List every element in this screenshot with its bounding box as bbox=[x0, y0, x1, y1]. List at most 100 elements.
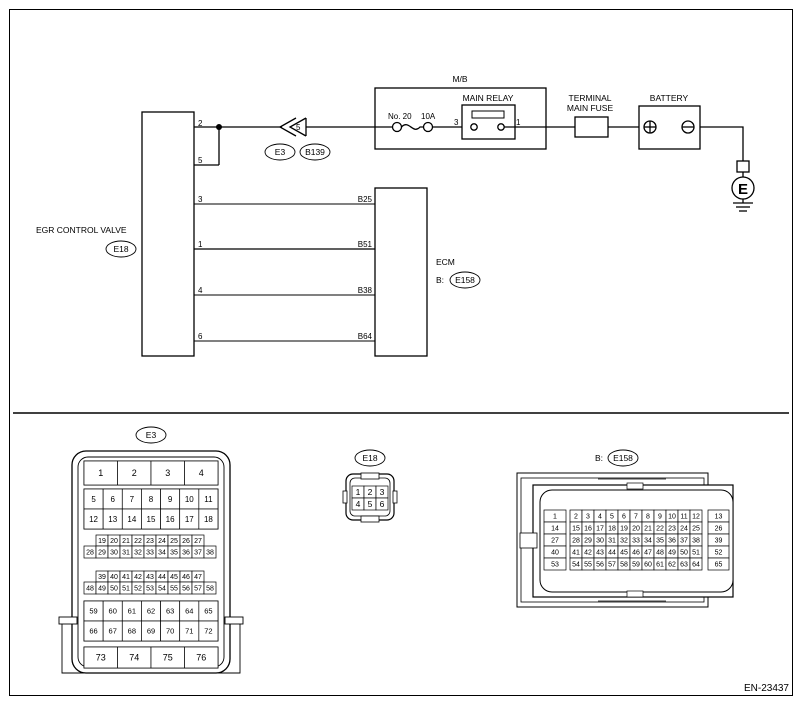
pin-number: 6 bbox=[380, 499, 385, 509]
svg-text:E158: E158 bbox=[455, 275, 475, 285]
connector-tag-b139: B139 bbox=[299, 143, 331, 161]
pin-number: 35 bbox=[170, 550, 178, 557]
pin-number: 1 bbox=[98, 468, 103, 478]
pin-number: 40 bbox=[551, 550, 559, 557]
egr-pin-6: 6 bbox=[198, 332, 203, 341]
pin-number: 56 bbox=[596, 562, 604, 569]
pin-number: 4 bbox=[598, 514, 602, 521]
pin-number: 62 bbox=[668, 562, 676, 569]
diagram-frame bbox=[9, 9, 793, 696]
wire-battery-ground bbox=[700, 126, 744, 161]
pin-number: 2 bbox=[368, 487, 373, 497]
pin-number: 8 bbox=[646, 514, 650, 521]
battery-negative-terminal bbox=[681, 120, 695, 134]
pin-number: 69 bbox=[147, 627, 155, 636]
pin-number: 21 bbox=[644, 526, 652, 533]
pin-number: 32 bbox=[620, 538, 628, 545]
pin-number: 20 bbox=[632, 526, 640, 533]
pin-cell bbox=[707, 557, 730, 571]
pin-cell bbox=[184, 460, 219, 486]
connector-tag-e158-lower: E158 bbox=[607, 449, 639, 467]
pin-number: 55 bbox=[170, 586, 178, 593]
pin-cell bbox=[543, 557, 567, 571]
pin-number: 73 bbox=[96, 653, 106, 663]
pin-number: 16 bbox=[166, 515, 175, 524]
egr-pin-3: 3 bbox=[198, 195, 203, 204]
pin-number: 20 bbox=[110, 538, 118, 545]
egr-control-valve-block bbox=[141, 111, 195, 357]
pin-number: 10 bbox=[668, 514, 676, 521]
pin-number: 17 bbox=[596, 526, 604, 533]
pin-number: 65 bbox=[204, 607, 212, 616]
pin-number: 42 bbox=[134, 574, 142, 581]
terminal-main-fuse-label-2: MAIN FUSE bbox=[567, 103, 614, 113]
pin-number: 45 bbox=[620, 550, 628, 557]
pin-number: 4 bbox=[199, 468, 204, 478]
pin-number: 59 bbox=[89, 607, 97, 616]
pin-number: 68 bbox=[128, 627, 136, 636]
battery-positive-terminal bbox=[643, 120, 657, 134]
fuse-label: No. 20 bbox=[388, 112, 412, 121]
mb-box bbox=[374, 87, 547, 150]
pin-number: 36 bbox=[668, 538, 676, 545]
pin-number: 63 bbox=[680, 562, 688, 569]
pin-number: 50 bbox=[680, 550, 688, 557]
pin-number: 3 bbox=[380, 487, 385, 497]
pin-number: 17 bbox=[185, 515, 194, 524]
e158-connector-prefix: B: bbox=[595, 453, 603, 463]
pin-number: 47 bbox=[194, 574, 202, 581]
ecm-connector-prefix: B: bbox=[436, 275, 444, 285]
pin-number: 37 bbox=[680, 538, 688, 545]
pin-number: 47 bbox=[644, 550, 652, 557]
pin-number: 23 bbox=[668, 526, 676, 533]
pin-number: 11 bbox=[680, 514, 687, 521]
pin-number: 51 bbox=[122, 586, 130, 593]
ground-label: E bbox=[738, 181, 748, 198]
pin-number: 65 bbox=[715, 562, 723, 569]
egr-pin-4: 4 bbox=[198, 286, 203, 295]
pin-number: 58 bbox=[620, 562, 628, 569]
pin-number: 26 bbox=[182, 538, 190, 545]
pin-number: 5 bbox=[368, 499, 373, 509]
pin-number: 12 bbox=[89, 515, 98, 524]
fuse-rating-label: 10A bbox=[421, 112, 436, 121]
pin-cell bbox=[689, 557, 703, 571]
svg-text:E3: E3 bbox=[146, 430, 157, 440]
main-relay-coil bbox=[471, 110, 505, 119]
pin-number: 58 bbox=[206, 586, 214, 593]
pin-number: 27 bbox=[194, 538, 202, 545]
pin-number: 25 bbox=[170, 538, 178, 545]
svg-text:E18: E18 bbox=[362, 453, 377, 463]
pin-number: 7 bbox=[130, 495, 135, 504]
pin-number: 61 bbox=[656, 562, 664, 569]
pin-number: 31 bbox=[122, 550, 130, 557]
pin-number: 49 bbox=[98, 586, 106, 593]
egr-pin-1: 1 bbox=[198, 240, 203, 249]
terminal-main-fuse-symbol bbox=[574, 116, 609, 138]
pin-number: 33 bbox=[146, 550, 154, 557]
pin-number: 38 bbox=[692, 538, 700, 545]
pin-number: 3 bbox=[586, 514, 590, 521]
pin-number: 59 bbox=[632, 562, 640, 569]
pin-cell bbox=[83, 460, 118, 486]
pin-number: 64 bbox=[692, 562, 700, 569]
pin-number: 30 bbox=[596, 538, 604, 545]
pin-number: 41 bbox=[122, 574, 130, 581]
pin-number: 18 bbox=[608, 526, 616, 533]
pin-number: 1 bbox=[553, 514, 557, 521]
pin-cell bbox=[184, 646, 219, 669]
pin-number: 70 bbox=[166, 627, 174, 636]
pin-number: 28 bbox=[572, 538, 580, 545]
pin-number: 48 bbox=[656, 550, 664, 557]
pin-number: 72 bbox=[204, 627, 212, 636]
pin-number: 2 bbox=[574, 514, 578, 521]
pin-number: 35 bbox=[656, 538, 664, 545]
inline-connector-pin-5: 5 bbox=[296, 123, 301, 132]
ecm-pin-b64: B64 bbox=[358, 332, 373, 341]
connector-tag-e3-lower: E3 bbox=[135, 426, 167, 444]
pin-number: 62 bbox=[147, 607, 155, 616]
pin-cell bbox=[203, 545, 217, 559]
pin-number: 22 bbox=[656, 526, 664, 533]
pin-number: 12 bbox=[692, 514, 700, 521]
